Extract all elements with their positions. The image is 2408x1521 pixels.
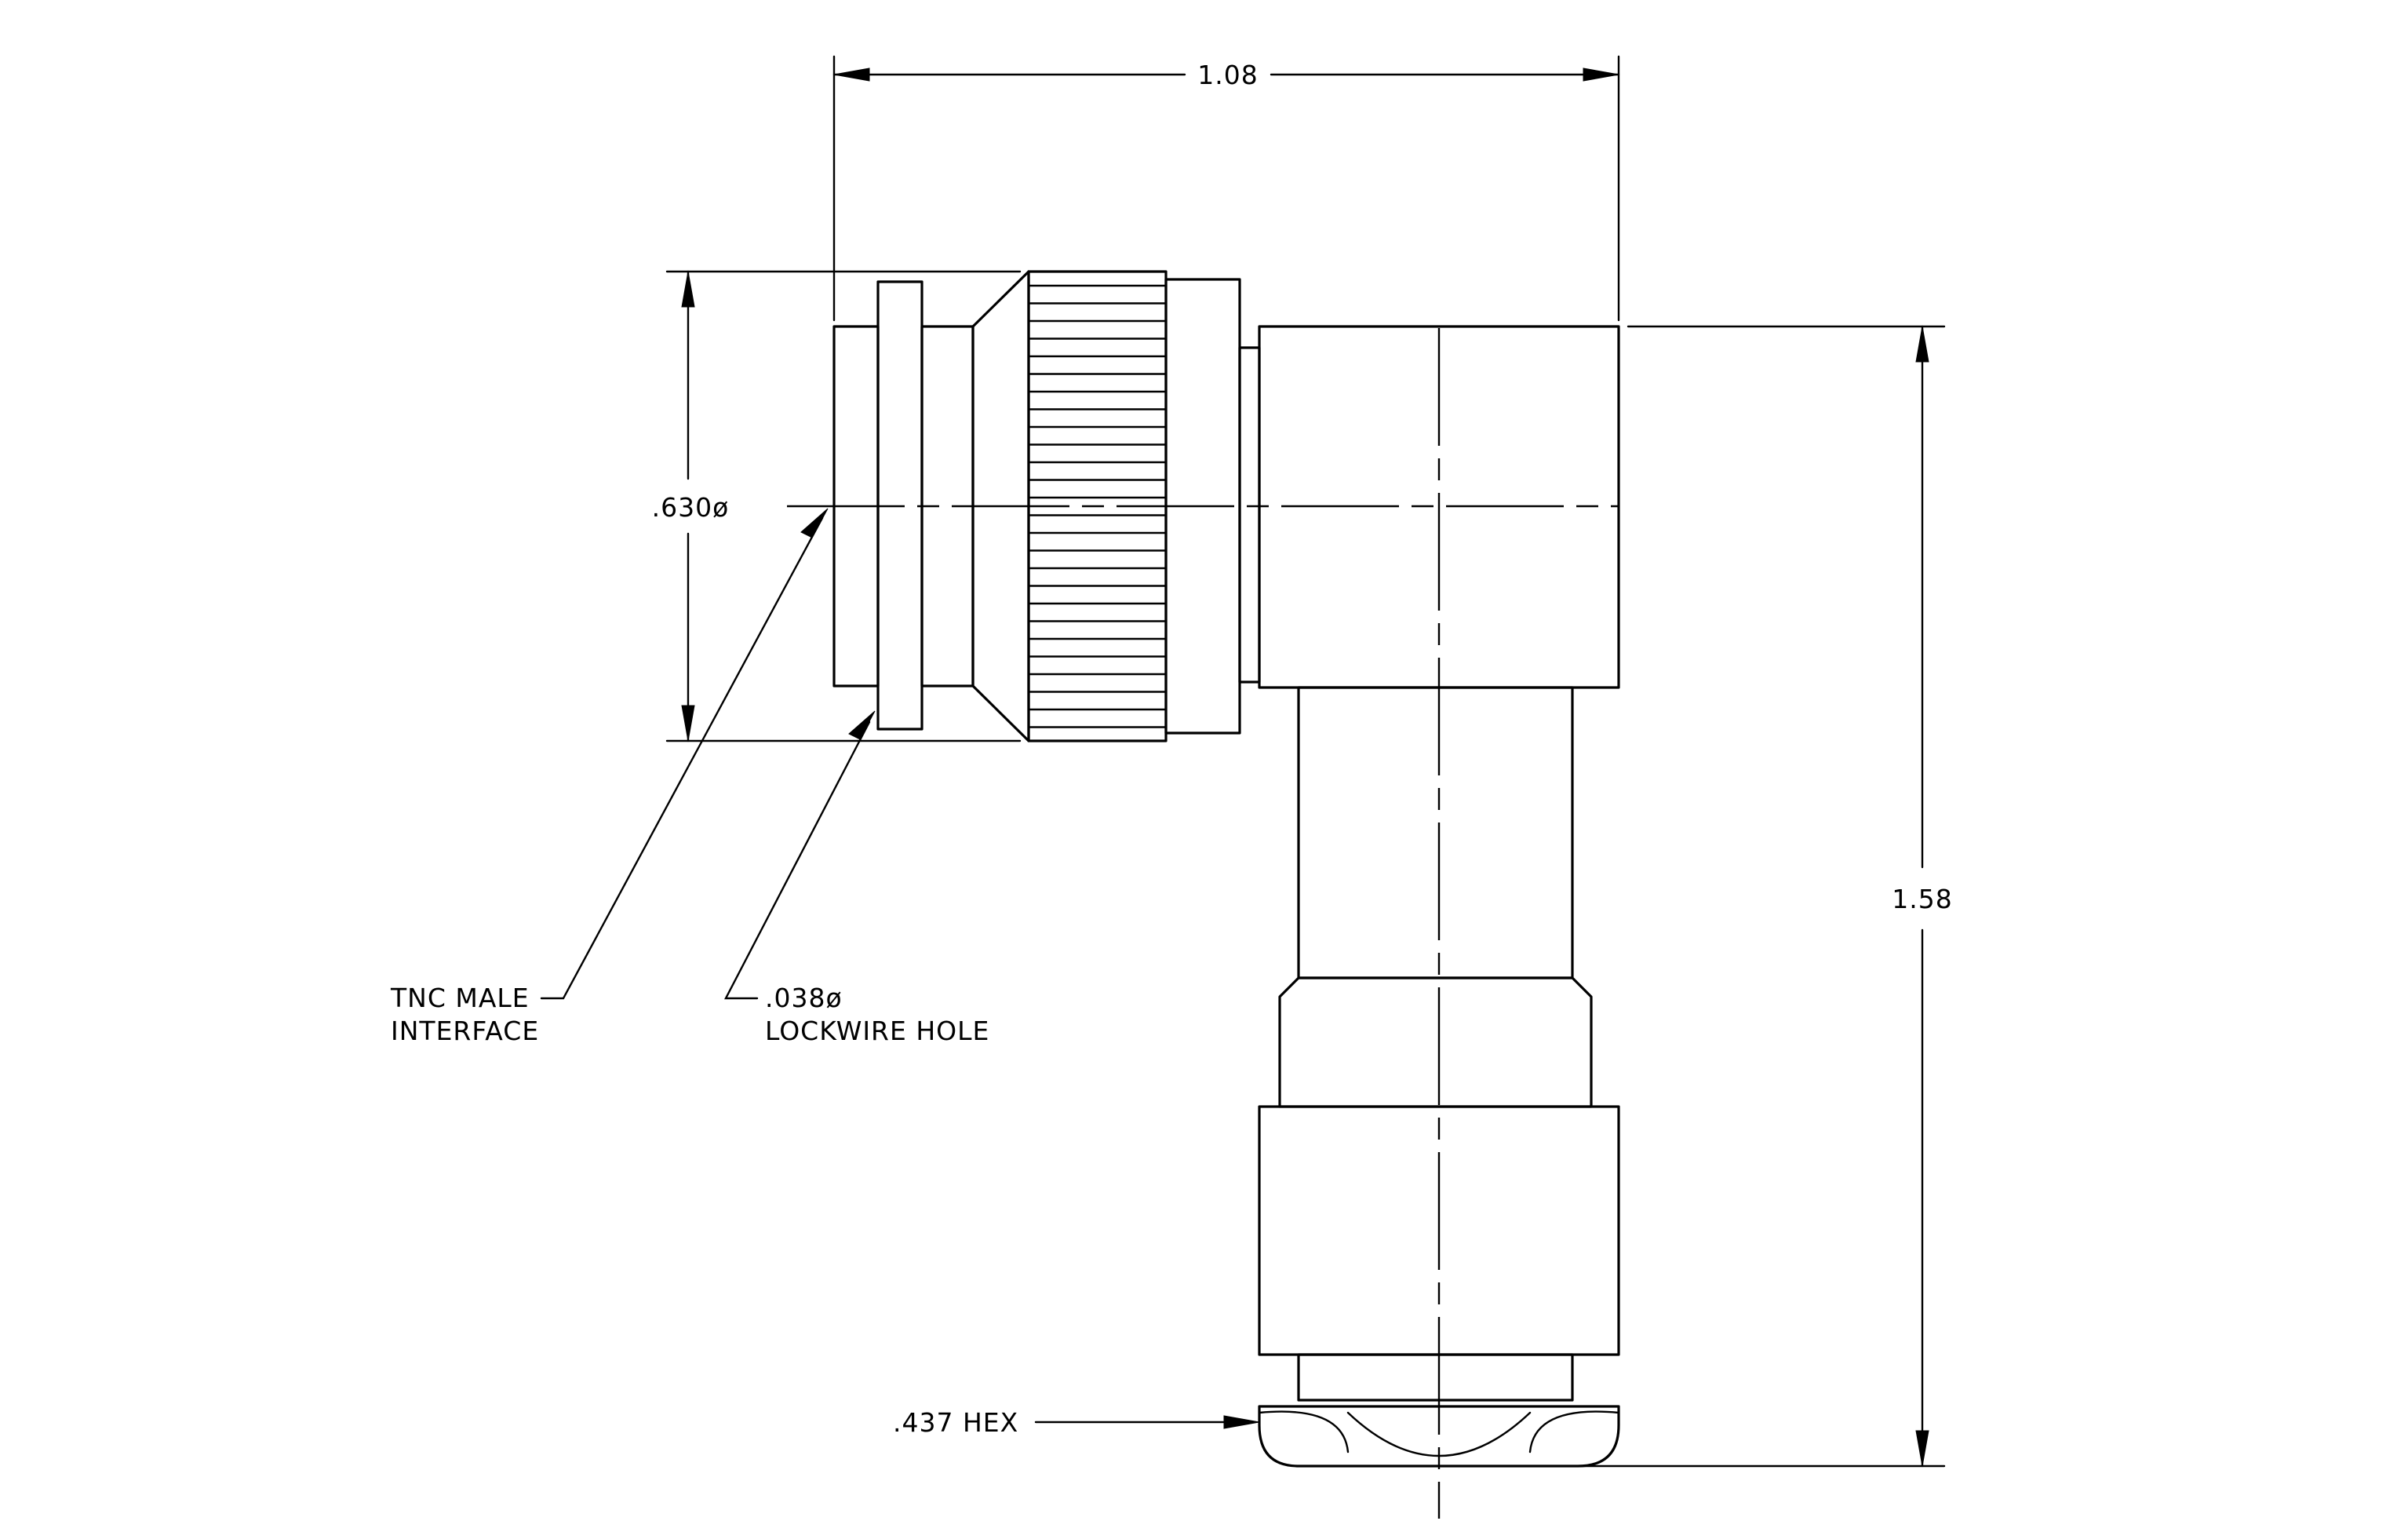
interface-label-line2: INTERFACE <box>391 1016 539 1046</box>
width-label: 1.08 <box>1197 60 1258 90</box>
hex-callout: .437 HEX <box>893 1407 1260 1438</box>
height-label: 1.58 <box>1892 884 1952 914</box>
center-lines <box>787 328 1619 1519</box>
connector-body <box>832 270 1620 1468</box>
arrowhead-bottom <box>1915 1430 1929 1467</box>
arrowhead-top <box>1915 326 1929 363</box>
lockwire-arrowhead <box>848 710 876 740</box>
arrowhead-top <box>681 271 695 308</box>
groove <box>1297 1353 1574 1402</box>
interface-leader <box>540 516 824 1000</box>
lockwire-label-line2: LOCKWIRE HOLE <box>765 1016 989 1046</box>
interface-arrowhead <box>800 508 829 538</box>
tube <box>1297 686 1574 979</box>
lockwire-callout: .038ø LOCKWIRE HOLE <box>724 710 989 1046</box>
hex-flat-right <box>1528 1410 1620 1454</box>
hex-flat-left <box>1258 1410 1350 1454</box>
arrowhead-right <box>1583 67 1619 82</box>
hex-label: .437 HEX <box>893 1407 1018 1438</box>
diameter-label: .630ø <box>652 492 730 523</box>
neck <box>1278 976 1593 1108</box>
interface-callout: TNC MALE INTERFACE <box>390 508 829 1046</box>
arrowhead-left <box>833 67 870 82</box>
diameter-dimension: .630ø <box>652 270 1022 742</box>
interface-label-line1: TNC MALE <box>390 983 530 1013</box>
spacer <box>1238 346 1261 684</box>
height-dimension: 1.58 <box>1576 325 1952 1468</box>
arrowhead-bottom <box>681 705 695 742</box>
lockwire-leader <box>724 720 871 1000</box>
knurl-lines <box>1027 284 1168 728</box>
lockwire-label-line1: .038ø <box>765 983 843 1013</box>
width-dimension: 1.08 <box>832 55 1620 322</box>
hex-arrowhead <box>1223 1415 1260 1429</box>
